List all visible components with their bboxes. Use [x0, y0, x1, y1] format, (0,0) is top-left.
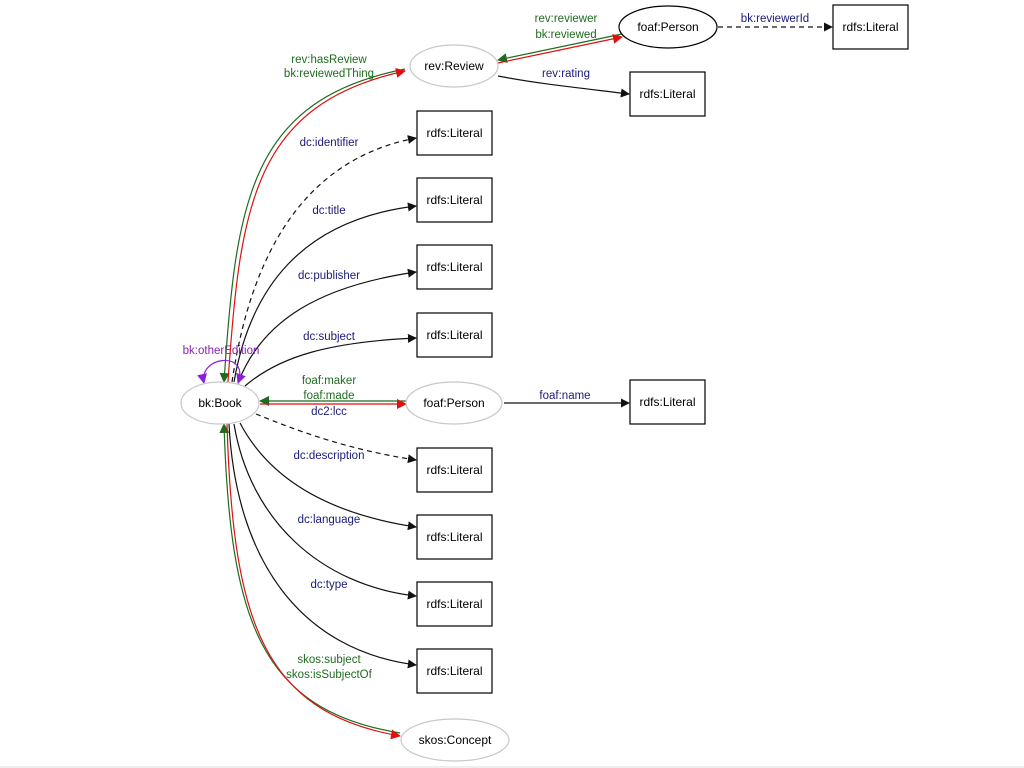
literal-label: rdfs:Literal	[426, 193, 482, 207]
node-concept-label: skos:Concept	[419, 733, 492, 747]
literal-label: rdfs:Literal	[426, 597, 482, 611]
label-rating: rev:rating	[542, 68, 590, 80]
label-reviewer: rev:reviewer	[535, 13, 598, 25]
label-type: dc:type	[310, 579, 347, 591]
literal-label: rdfs:Literal	[426, 328, 482, 342]
edge-identifier	[231, 135, 417, 383]
node-literal-reviewer-id[interactable]: rdfs:Literal	[832, 4, 909, 50]
edge-reviewed	[497, 33, 623, 64]
label-maker: foaf:maker	[302, 375, 356, 387]
label-reviewer-id: bk:reviewerId	[741, 13, 809, 25]
node-concept[interactable]: skos:Concept	[400, 718, 510, 762]
node-literal-title[interactable]: rdfs:Literal	[416, 177, 493, 223]
node-literal-subject[interactable]: rdfs:Literal	[416, 312, 493, 358]
literal-label: rdfs:Literal	[639, 87, 695, 101]
label-other-edition: bk:otherEdition	[183, 345, 260, 357]
node-book-label: bk:Book	[198, 396, 242, 410]
literal-label: rdfs:Literal	[426, 530, 482, 544]
node-review[interactable]: rev:Review	[409, 44, 499, 88]
label-title: dc:title	[312, 205, 345, 217]
node-reviewer-person[interactable]: foaf:Person	[618, 5, 718, 49]
label-lcc: dc2:lcc	[311, 406, 347, 418]
label-language: dc:language	[298, 514, 361, 526]
edge-other-edition	[197, 359, 246, 384]
edge-language	[239, 422, 417, 531]
edge-rating	[497, 75, 630, 98]
node-literal-publisher[interactable]: rdfs:Literal	[416, 244, 493, 290]
nodes: bk:Book rev:Review foaf:Person foaf:Pers…	[180, 4, 909, 762]
edge-has-review	[227, 68, 406, 383]
label-skos-subject: skos:subject	[297, 654, 361, 666]
edge-title	[233, 202, 417, 383]
node-author-person-label: foaf:Person	[423, 396, 484, 410]
edge-is-subject-of	[219, 423, 401, 734]
node-literal-name[interactable]: rdfs:Literal	[629, 379, 706, 425]
label-has-review: rev:hasReview	[291, 54, 367, 66]
label-is-subject-of: skos:isSubjectOf	[286, 669, 372, 681]
node-literal-lcc[interactable]: rdfs:Literal	[416, 648, 493, 694]
node-literal-identifier[interactable]: rdfs:Literal	[416, 110, 493, 156]
label-reviewed-thing: bk:reviewedThing	[284, 68, 374, 80]
node-literal-type[interactable]: rdfs:Literal	[416, 581, 493, 627]
node-review-label: rev:Review	[424, 59, 484, 73]
edge-reviewer	[497, 33, 623, 64]
edge-description	[255, 413, 417, 464]
edge-labels: rev:hasReview bk:reviewedThing rev:revie…	[183, 13, 810, 681]
literal-label: rdfs:Literal	[426, 664, 482, 678]
node-literal-rating[interactable]: rdfs:Literal	[629, 71, 706, 117]
literal-label: rdfs:Literal	[426, 126, 482, 140]
literal-label: rdfs:Literal	[426, 463, 482, 477]
bottom-border	[0, 766, 1024, 768]
label-name: foaf:name	[539, 390, 590, 402]
edge-subject	[244, 333, 417, 387]
node-literal-description[interactable]: rdfs:Literal	[416, 447, 493, 493]
node-author-person[interactable]: foaf:Person	[405, 381, 503, 425]
label-description: dc:description	[294, 450, 365, 462]
label-reviewed: bk:reviewed	[535, 29, 596, 41]
node-book[interactable]: bk:Book	[180, 381, 260, 425]
label-made: foaf:made	[303, 390, 354, 402]
label-publisher: dc:publisher	[298, 270, 360, 282]
edges	[197, 22, 833, 740]
literal-label: rdfs:Literal	[426, 260, 482, 274]
edge-skos-subject	[226, 423, 401, 740]
node-reviewer-person-label: foaf:Person	[637, 20, 698, 34]
edge-reviewed-thing	[219, 68, 406, 383]
label-subject: dc:subject	[303, 331, 356, 343]
label-identifier: dc:identifier	[300, 137, 359, 149]
literal-label: rdfs:Literal	[842, 20, 898, 34]
literal-label: rdfs:Literal	[639, 395, 695, 409]
edge-type	[233, 423, 417, 600]
edge-lcc	[228, 423, 417, 669]
edge-publisher	[237, 268, 417, 384]
node-literal-language[interactable]: rdfs:Literal	[416, 514, 493, 560]
